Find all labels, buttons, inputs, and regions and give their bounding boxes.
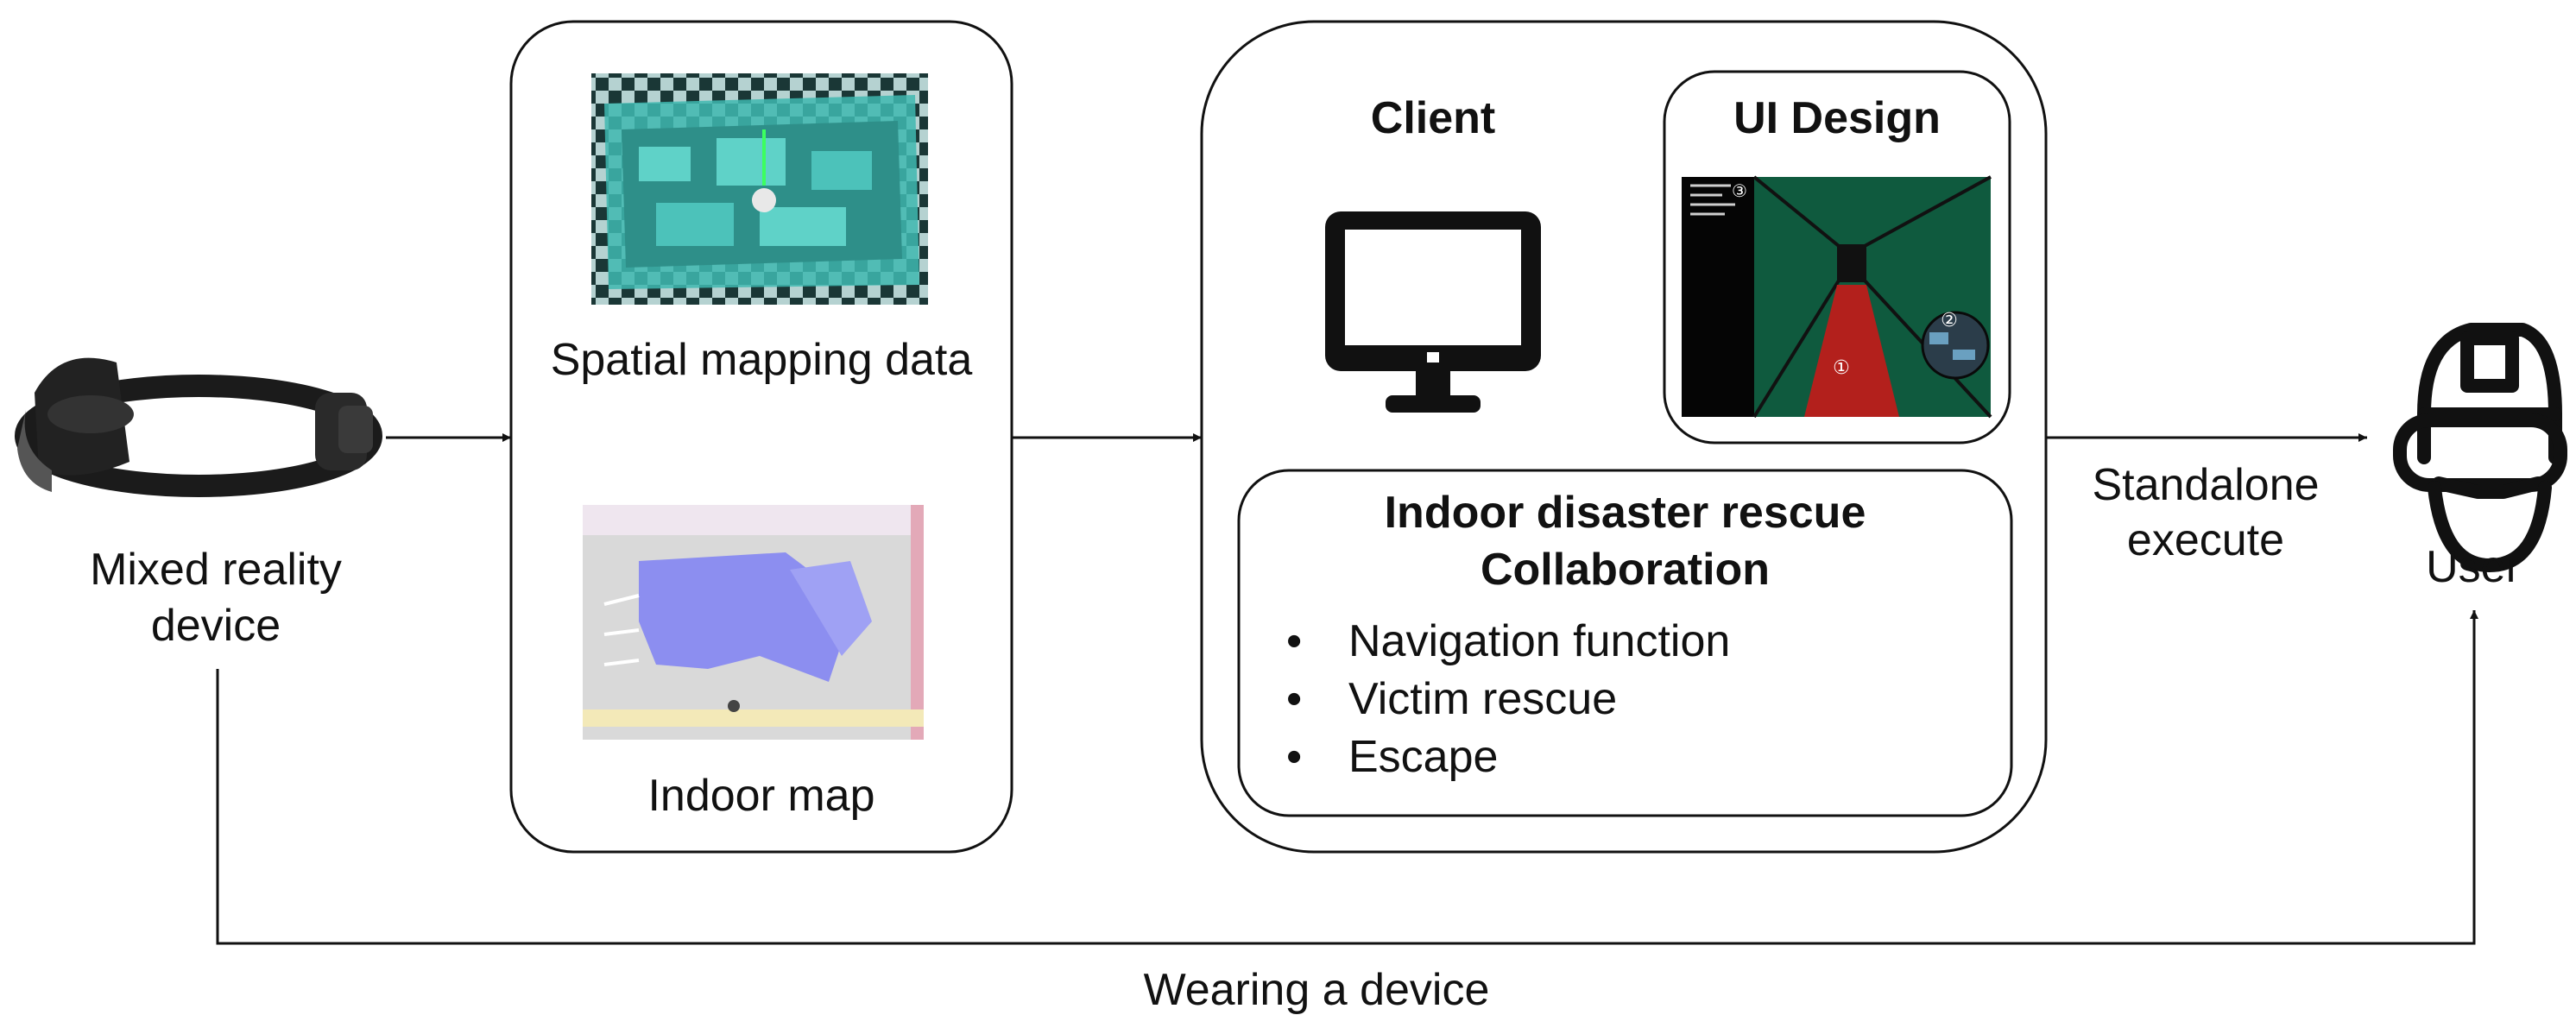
list-item: Escape — [1286, 728, 1730, 786]
ui-thumbnail-image — [1682, 175, 1992, 419]
indoor-map-label: Indoor map — [647, 771, 875, 821]
standalone-label-line2: execute — [2126, 515, 2285, 565]
rescue-box — [1237, 469, 2013, 817]
user-label: User — [2426, 542, 2521, 592]
rescue-title-line2: Collaboration — [1480, 545, 1771, 595]
ui-marker-3: ③ — [1732, 180, 1747, 201]
rescue-function-list: Navigation function Victim rescue Escape — [1286, 613, 1730, 786]
monitor-icon — [1325, 211, 1541, 413]
ui-marker-2: ② — [1941, 310, 1958, 331]
client-label: Client — [1370, 93, 1496, 143]
ui-design-label: UI Design — [1733, 93, 1941, 143]
wearing-device-label: Wearing a device — [1143, 965, 1490, 1015]
ui-design-box — [1663, 70, 2011, 444]
arrow-wearing-device — [216, 610, 2478, 945]
headset-icon — [15, 357, 382, 497]
list-item: Navigation function — [1286, 613, 1730, 671]
user-vr-icon — [2393, 323, 2567, 572]
device-label: Mixed reality device — [90, 545, 342, 651]
indoor-map-image — [583, 505, 924, 740]
rescue-title-line1: Indoor disaster rescue — [1384, 488, 1866, 538]
spatial-mapping-image — [591, 73, 928, 305]
ui-marker-1: ① — [1833, 357, 1850, 379]
standalone-label-line1: Standalone — [2092, 460, 2320, 510]
spatial-mapping-label: Spatial mapping data — [550, 335, 973, 385]
list-item: Victim rescue — [1286, 671, 1730, 728]
